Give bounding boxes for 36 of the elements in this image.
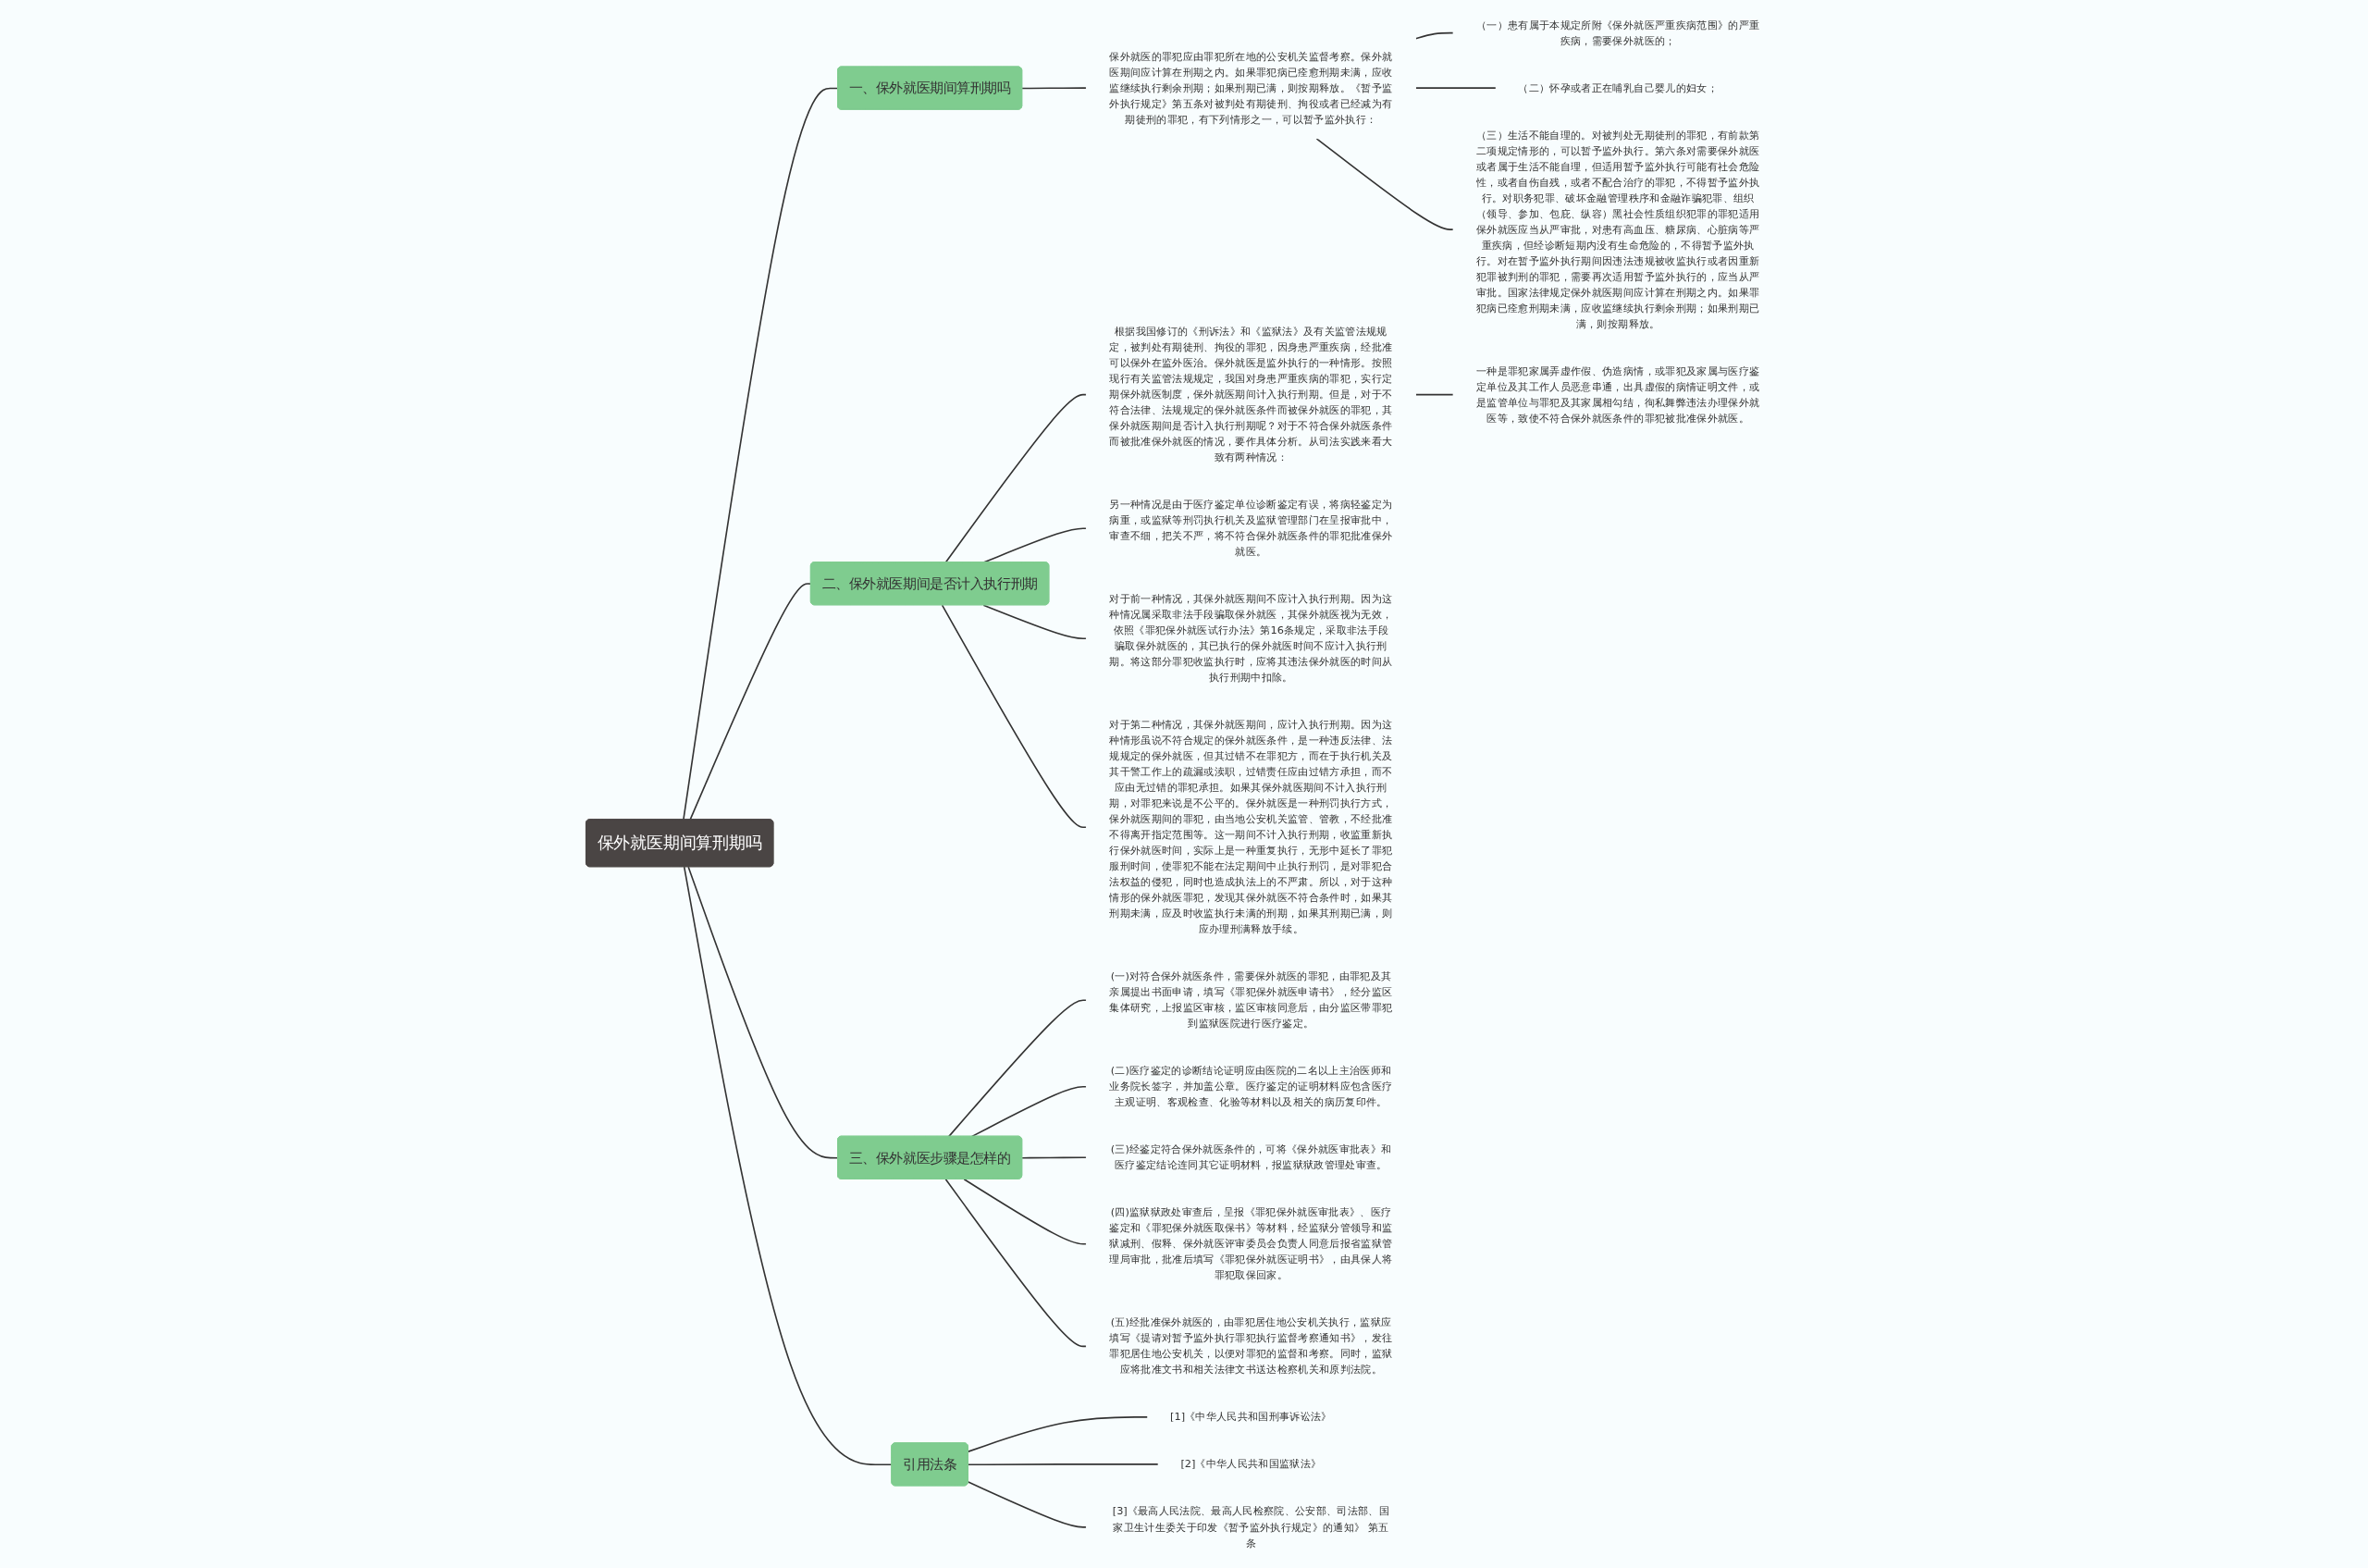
node-text: 根据我国修订的《刑诉法》和《监狱法》及有关监管法规规定，被判处有期徒刑、拘役的罪犯，因身患严重疾病，经批准可以保外在监外医治。保外就医是监外执行的一种情形。按照现行有关监管法规规定，我国对身患严重疾病的罪犯，实行定期保外就医制度，保外就医期间计入执行刑期。但是，对于不符合法律、法规规定的保外就医条件而被保外就医的罪犯，其保外就医期间是否计入执行刑期呢？对于不符合保外就医条件而被批准保外就医的情况，要作具体分析。从司法实践来看大致有两种情况：: [1109, 325, 1393, 463]
node-text: 对于第二种情况，其保外就医期间，应计入执行刑期。因为这种情形虽说不符合规定的保外就医条件，是一种违反法律、法规规定的保外就医，但其过错不在罪犯方，而在于执行机关及其干警工作上的疏漏或渎职，过错责任应由过错方承担，而不应由无过错的罪犯承担。如果其保外就医期间不计入执行刑期，对罪犯来说是不公平的。保外就医是一种刑罚执行方式，保外就医期间的罪犯，由当地公安机关监管、管教，不经批准不得离开指定范围等。这一期间不计入执行刑期，收监重新执行保外就医时间，实际上是一种重复执行，无形中延长了罪犯服刑时间，使罪犯不能在法定期间中止执行刑罚，是对罪犯合法权益的侵犯，同时也造成执法上的不严肃。所以，对于这种情形的保外就医罪犯，发现其保外就医不符合条件时，如果其刑期未满，应及时收监执行未满的刑期，如果其刑期已满，则应办理刑满释放手续。: [1109, 718, 1393, 935]
connector: [963, 1178, 1087, 1245]
node-text: 一种是罪犯家属弄虚作假、伪造病情，或罪犯及家属与医疗鉴定单位及其工作人员恶意串通，出具虚假的病情证明文件，或是监管单位与罪犯及其家属相勾结，徇私舞弊违法办理保外就医等，致使不符合保外就医条件的罪犯被批准保外就医。: [1475, 364, 1759, 425]
connector: [944, 393, 1087, 563]
node-text: （一）患有属于本规定所附《保外就医严重疾病范围》的严重疾病，需要保外就医的；: [1475, 19, 1759, 47]
connector: [982, 604, 1087, 640]
node-text: （三）生活不能自理的。对被判处无期徒刑的罪犯，有前款第二项规定情形的，可以暂予监外执行。第六条对需要保外就医或者属于生活不能自理，但适用暂予监外执行可能有社会危险性，或者自伤自残，或者不配合治疗的罪犯，不得暂予监外执行。对职务犯罪、破坏金融管理秩序和金融诈骗犯罪、组织（领导、参加、包庇、纵容）黑社会性质组织犯罪的罪犯适用保外就医应当从严审批，对患有高血压、糖尿病、心脏病等严重疾病，但经诊断短期内没有生命危险的，不得暂予监外执行。对在暂予监外执行期间因违法违规被收监执行或者因重新犯罪被判刑的罪犯，需要再次适用暂予监外执行的，应当从严审批。国家法律规定保外就医期间应计算在刑期之内。如果罪犯病已痊愈刑期未满，应收监继续执行剩余刑期；如果刑期已满，则按期释放。: [1475, 129, 1759, 330]
connector: [683, 866, 893, 1466]
connector: [1414, 393, 1454, 396]
connector: [1414, 31, 1454, 40]
connector: [682, 87, 839, 821]
node-text: (三)经鉴定符合保外就医条件的，可将《保外就医审批表》和医疗鉴定结论连同其它证明材料，报监狱狱政管理处审查。: [1110, 1142, 1391, 1171]
connector: [1020, 87, 1087, 90]
node-text: [2]《中华人民共和国监狱法》: [1180, 1457, 1322, 1470]
connector: [687, 866, 839, 1159]
connector: [967, 1416, 1149, 1452]
node-text: 保外就医的罪犯应由罪犯所在地的公安机关监督考察。保外就医期间应计算在刑期之内。如果罪犯病已痊愈刑期未满，应收监继续执行剩余刑期；如果刑期已满，则按期释放。《暂予监外执行规定》第五条对被判处有期徒刑、拘役或者已经减为有期徒刑的罪犯，有下列情形之一，可以暂予监外执行：: [1109, 50, 1393, 126]
node-text: （二）怀孕或者正在哺乳自己婴儿的妇女；: [1518, 81, 1718, 94]
connector: [947, 999, 1087, 1138]
node-text: [3]《最高人民法院、最高人民检察院、公安部、司法部、国家卫生计生委关于印发《暂予监外执行规定》的通知》 第五条: [1112, 1504, 1389, 1549]
connector: [967, 1481, 1087, 1528]
node-text: (四)监狱狱政处审查后，呈报《罪犯保外就医审批表》、医疗鉴定和《罪犯保外就医取保书》等材料，经监狱分管领导和监狱减刑、假释、保外就医评审委员会负责人同意后报省监狱管理局审批，批准后填写《罪犯保外就医证明书》，由具保人将罪犯取保回家。: [1109, 1205, 1393, 1281]
node-text: 对于前一种情况，其保外就医期间不应计入执行刑期。因为这种情况属采取非法手段骗取保外就医，其保外就医视为无效，依照《罪犯保外就医试行办法》第16条规定，采取非法手段骗取保外就医的，其已执行的保外就医时间不应计入执行刑期。将这部分罪犯收监执行时，应将其违法保外就医的时间从执行刑期中扣除。: [1109, 592, 1393, 684]
node-text: (二)医疗鉴定的诊断结论证明应由医院的二名以上主治医师和业务院长签字，并加盖公章。医疗鉴定的证明材料应包含医疗主观证明、客观检查、化验等材料以及相关的病历复印件。: [1109, 1064, 1393, 1108]
connector: [967, 1463, 1159, 1466]
node-text: [1]《中华人民共和国刑事诉讼法》: [1169, 1410, 1332, 1423]
connector: [1414, 87, 1497, 89]
connector: [1020, 1156, 1087, 1159]
node-text: (一)对符合保外就医条件，需要保外就医的罪犯，由罪犯及其亲属提出书面申请，填写《罪犯保外就医申请书》，经分监区集体研究，上报监区审核，监区审核同意后，由分监区带罪犯到监狱医院进行医疗鉴定。: [1109, 969, 1393, 1030]
connector: [941, 604, 1087, 829]
node-text: 另一种情况是由于医疗鉴定单位诊断鉴定有误，将病轻鉴定为病重，或监狱等刑罚执行机关及监狱管理部门在呈报审批中，审查不细，把关不严，将不符合保外就医条件的罪犯批准保外就医。: [1109, 498, 1393, 558]
connector: [970, 1086, 1087, 1138]
connector: [944, 1178, 1087, 1348]
node-text: (五)经批准保外就医的，由罪犯居住地公安机关执行，监狱应填写《提请对暂予监外执行罪犯执行监督考察通知书》，发往罪犯居住地公安机关，以便对罪犯的监督和考察。同时，监狱应将批准文书和相关法律文书送达检察机关和原判法院。: [1109, 1315, 1393, 1376]
connector: [1315, 137, 1454, 230]
